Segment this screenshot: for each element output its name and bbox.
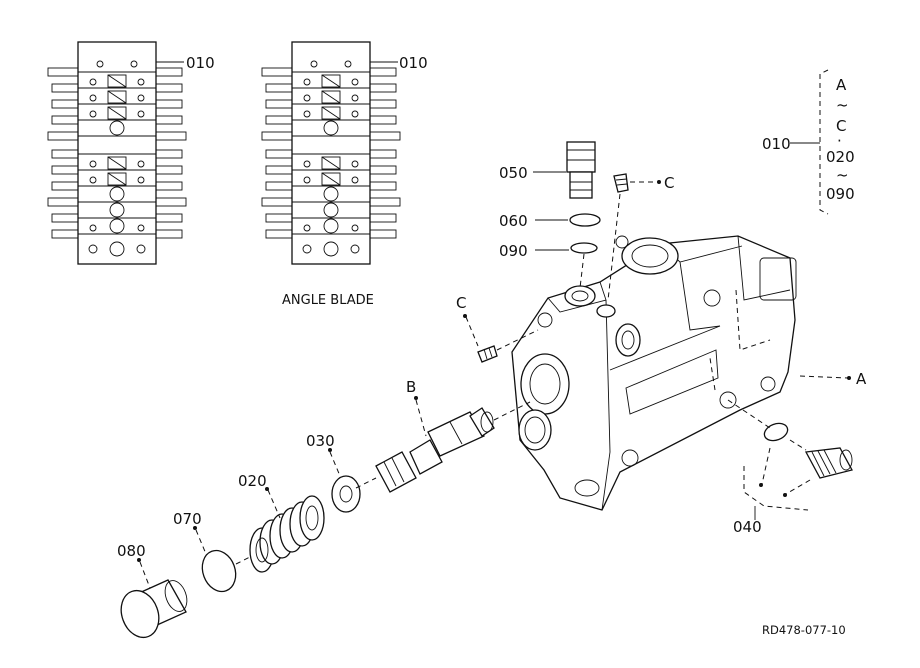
angle-blade-caption: ANGLE BLADE (282, 293, 374, 308)
bracket-dot: · (837, 132, 842, 150)
label-b: B (406, 378, 416, 396)
label-060: 060 (499, 212, 528, 230)
label-c-top: C (664, 174, 674, 192)
drawing-code: RD478-077-10 (762, 623, 846, 637)
bracket-note: 010 A ~ C · 020 ~ 090 (762, 69, 855, 215)
part-060-o-ring (569, 213, 601, 227)
bracket-tilde-1: ~ (836, 96, 849, 114)
part-070-o-ring (201, 549, 237, 593)
part-040-plug (727, 399, 853, 479)
part-030-washer (331, 475, 361, 513)
control-valve-assembly-standard (47, 41, 187, 265)
label-010-angle-blade: 010 (399, 54, 428, 72)
label-070: 070 (173, 510, 202, 528)
part-080-cap (120, 579, 188, 639)
label-020: 020 (238, 472, 267, 490)
part-090-o-ring (570, 242, 598, 254)
label-090: 090 (499, 242, 528, 260)
bracket-label-020: 020 (826, 148, 855, 166)
bracket-label-a: A (836, 76, 847, 94)
part-c-screw-top (607, 173, 629, 301)
bracket-tilde-2: ~ (836, 166, 849, 184)
bracket-label-090: 090 (826, 185, 855, 203)
label-c-left: C (456, 294, 466, 312)
label-040: 040 (733, 518, 762, 536)
label-050: 050 (499, 164, 528, 182)
label-a: A (856, 370, 867, 388)
label-030: 030 (306, 432, 335, 450)
bracket-label-c: C (836, 117, 846, 135)
part-b-spool (375, 401, 531, 493)
valve-body (511, 235, 797, 511)
control-valve-assembly-angle-blade (261, 41, 401, 265)
bracket-label-010: 010 (762, 135, 791, 153)
part-c-screw-left (477, 329, 539, 363)
label-010-standard: 010 (186, 54, 215, 72)
label-080: 080 (117, 542, 146, 560)
part-050-plug (566, 141, 596, 199)
part-020-spring (249, 495, 325, 573)
